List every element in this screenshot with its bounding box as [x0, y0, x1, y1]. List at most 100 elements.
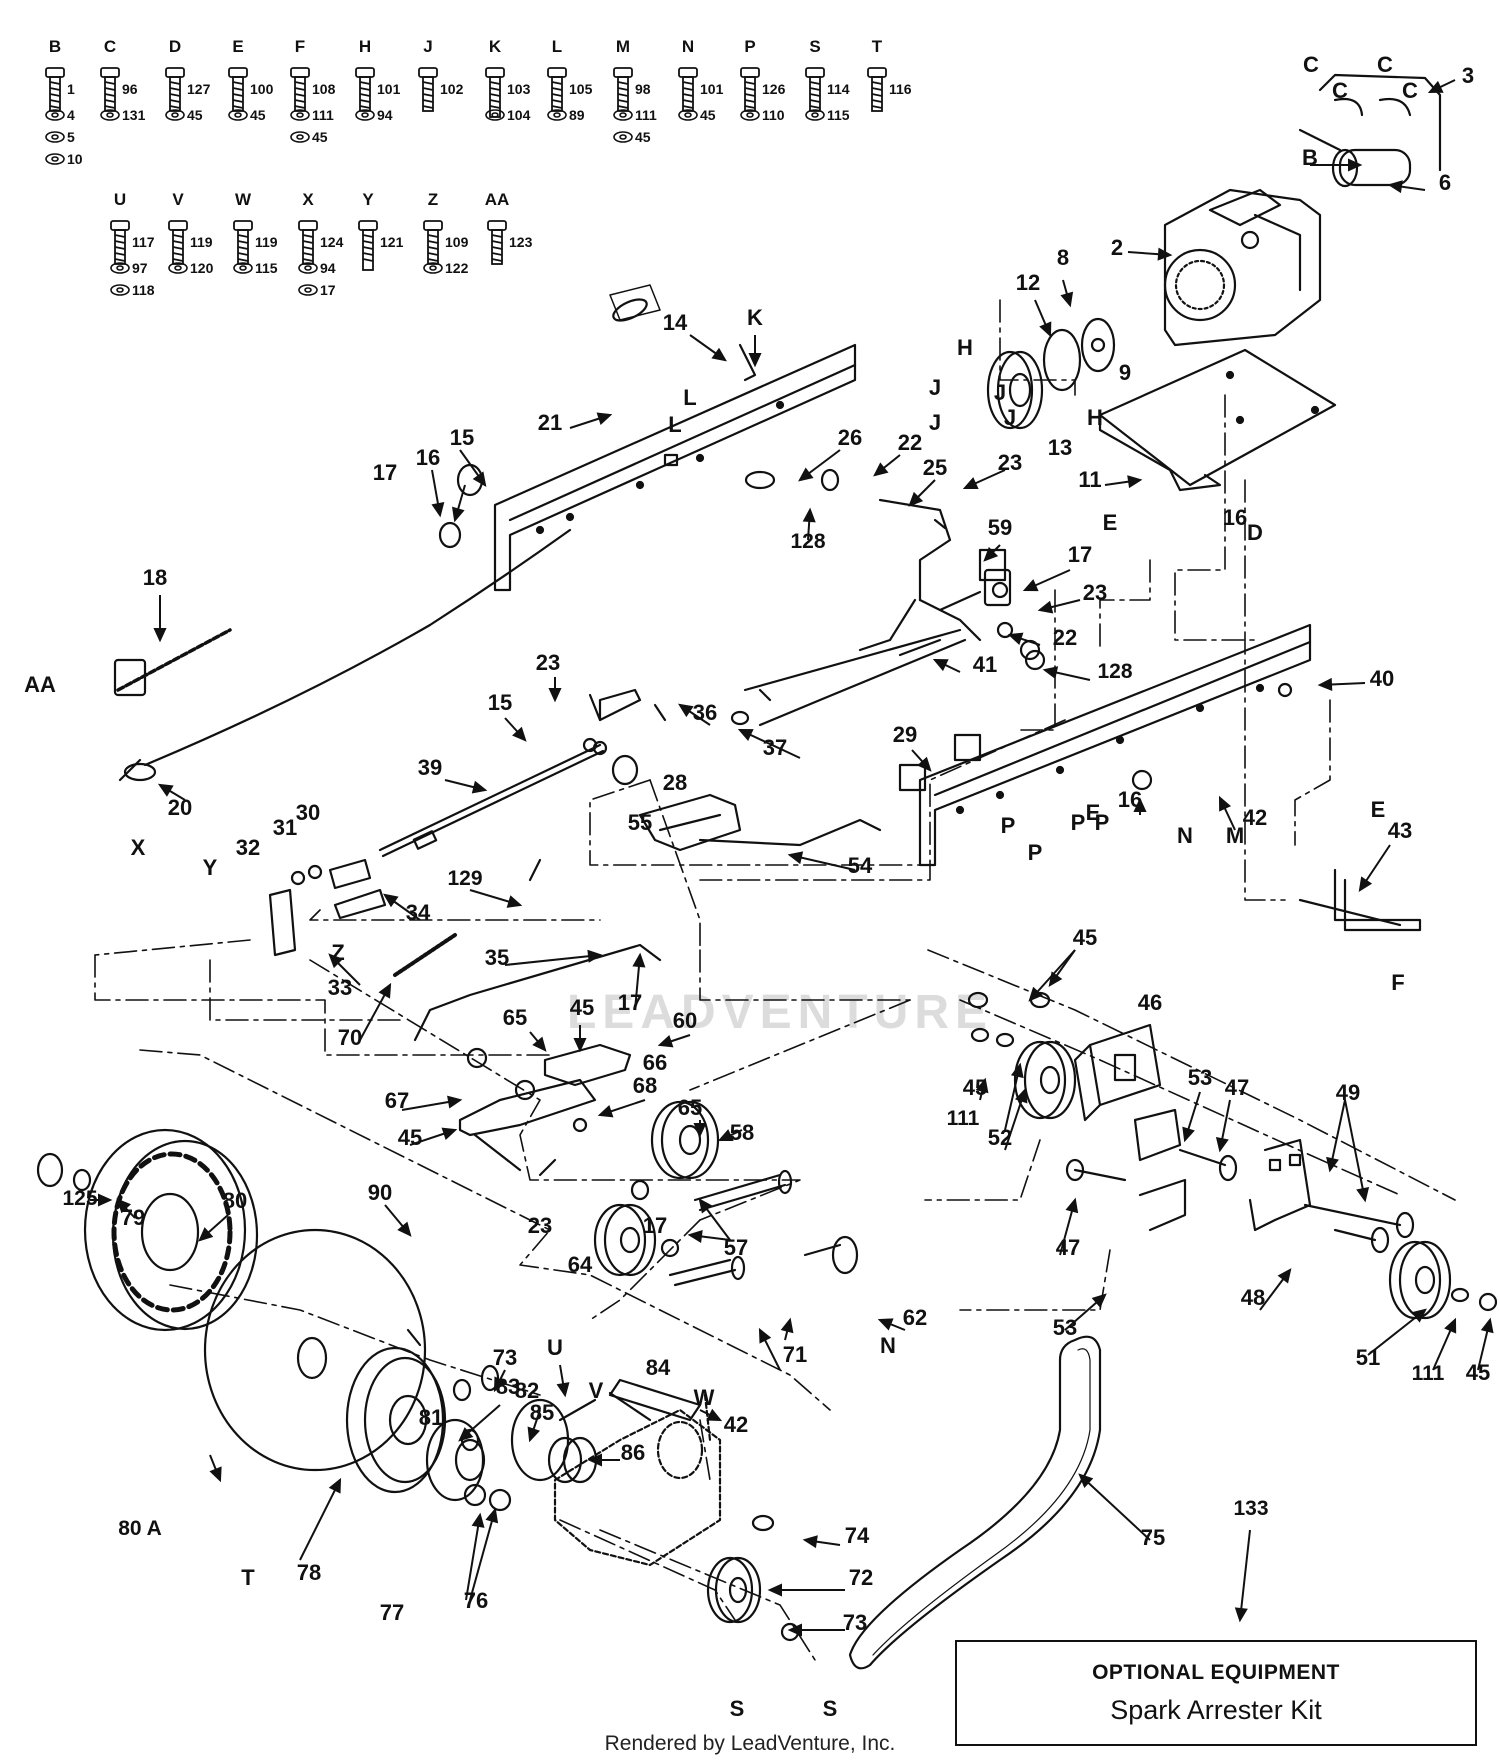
callout-label: 81 [419, 1405, 443, 1430]
washer-nut-icon [290, 131, 310, 143]
bolt-icon [165, 67, 185, 112]
callout-label: 65 [503, 1005, 527, 1030]
bolt-icon [418, 67, 438, 112]
callout-label: C [1402, 78, 1418, 103]
bolt-icon [487, 220, 507, 265]
shifter-assembly [638, 793, 882, 852]
callout-label: 42 [724, 1412, 748, 1437]
callout-label: 12 [1016, 270, 1040, 295]
hardware-part-number: 104 [507, 107, 531, 123]
idler-bracket-46 [1073, 1023, 1162, 1122]
callout-label: 45 [570, 995, 594, 1020]
hardware-code-label: K [489, 37, 502, 56]
bolts-71 [668, 1169, 859, 1287]
callout-label: 111 [1412, 1362, 1445, 1385]
hardware-part-number: 111 [635, 107, 657, 123]
hardware-code-label: B [49, 37, 61, 56]
callout-label: 60 [673, 1008, 697, 1033]
callout-label: 53 [1053, 1315, 1077, 1340]
callout-label: C [1377, 52, 1393, 77]
hardware-part-number: 45 [250, 107, 266, 123]
callout-label: 73 [493, 1345, 517, 1370]
hardware-legend-item: K 103 104 [485, 37, 531, 123]
hardware-code-label: T [872, 37, 883, 56]
callout-label: T [241, 1565, 255, 1590]
callout-label: 40 [1370, 666, 1394, 691]
hardware-part-number: 101 [377, 81, 401, 97]
hardware-part-number: 45 [635, 129, 651, 145]
brackets-53 [1133, 1108, 1187, 1232]
callout-label: X [131, 835, 146, 860]
bolt-icon [355, 67, 375, 112]
callout-label: L [683, 385, 696, 410]
callout-label: 128 [1097, 660, 1132, 683]
callout-label: 49 [1336, 1080, 1360, 1105]
callout-label: 45 [1466, 1360, 1490, 1385]
callout-label: 8 [1057, 245, 1069, 270]
frame-rail-upper [493, 343, 857, 592]
callout-label: 32 [236, 835, 260, 860]
callout-label: J [1004, 405, 1016, 430]
callout-label: 90 [368, 1180, 392, 1205]
callout-label: U [547, 1335, 563, 1360]
callout-label: 86 [621, 1440, 645, 1465]
callout-label: 23 [1083, 580, 1107, 605]
hardware-part-number: 17 [320, 282, 336, 298]
hardware-part-number: 117 [132, 234, 155, 250]
shift-lever-30-34 [268, 858, 387, 957]
washer-nut-icon [485, 109, 505, 121]
callout-label: L [668, 412, 681, 437]
callout-label: 85 [530, 1400, 554, 1425]
callout-label: 72 [849, 1565, 873, 1590]
callout-label: 66 [643, 1050, 667, 1075]
hardware-code-label: D [169, 37, 181, 56]
engine-mount-plate [1098, 348, 1337, 492]
callout-label: 11 [1078, 467, 1101, 492]
bracket-48 [1248, 1138, 1312, 1232]
hardware-part-number: 101 [700, 81, 724, 97]
hardware-part-number: 45 [312, 129, 328, 145]
bracket-40 [898, 733, 982, 792]
hardware-part-number: 45 [700, 107, 716, 123]
hardware-part-number: 119 [255, 234, 278, 250]
hardware-part-number: 123 [509, 234, 533, 250]
clips-125-79 [36, 1152, 92, 1192]
callout-label: P [1095, 810, 1110, 835]
washer-nut-icon [233, 262, 253, 274]
callout-label: 45 [1073, 925, 1097, 950]
hardware-part-number: 102 [440, 81, 464, 97]
drive-belt-75 [848, 1335, 1102, 1670]
callout-label: 3 [1462, 63, 1474, 88]
washer-nut-icon [740, 109, 760, 121]
hardware-part-number: 127 [187, 81, 211, 97]
callout-label: 68 [633, 1073, 657, 1098]
hardware-part-number: 131 [122, 107, 146, 123]
washer-nut-icon [423, 262, 443, 274]
callout-label: 64 [568, 1252, 593, 1277]
washer-nut-icon [110, 262, 130, 274]
callout-label: 125 [62, 1187, 97, 1210]
engine-pulley [986, 317, 1116, 430]
callout-label: P [1028, 840, 1043, 865]
hardware-part-number: 121 [380, 234, 404, 250]
callout-label: 15 [450, 425, 474, 450]
clutch-shaft-assembly [743, 498, 1046, 727]
callout-label: E [1086, 800, 1101, 825]
callout-label: 78 [297, 1560, 321, 1585]
hardware-part-number: 89 [569, 107, 585, 123]
hardware-part-number: 103 [507, 81, 531, 97]
bolt-icon [613, 67, 633, 112]
callout-label: 133 [1233, 1497, 1268, 1520]
callout-label: 84 [646, 1355, 671, 1380]
callout-label: 17 [1068, 542, 1092, 567]
callout-label: 22 [898, 430, 922, 455]
callout-label: 47 [1225, 1075, 1249, 1100]
callout-label: H [1087, 405, 1103, 430]
washer-nut-icon [45, 131, 65, 143]
